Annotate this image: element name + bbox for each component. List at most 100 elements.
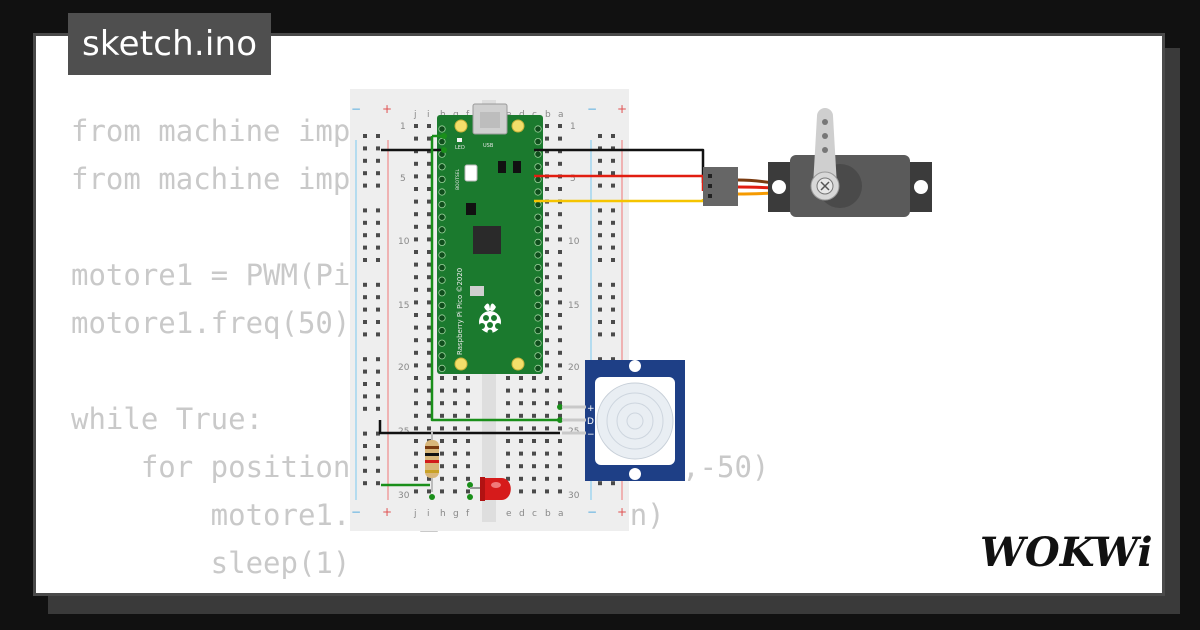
- rail-minus-label: −: [351, 505, 361, 519]
- breadboard-hole: [532, 426, 536, 431]
- breadboard-hole: [376, 394, 380, 399]
- breadboard-hole: [414, 124, 418, 128]
- pir-pin-label: −: [587, 430, 595, 440]
- breadboard-hole: [598, 134, 602, 138]
- pico-pin: [438, 213, 446, 221]
- pico-pins: [438, 125, 542, 372]
- breadboard-hole: [376, 208, 380, 213]
- pico-pin: [534, 226, 542, 234]
- breadboard-hole: [598, 357, 602, 362]
- pico-pin: [534, 251, 542, 259]
- breadboard-hole: [453, 426, 457, 431]
- breadboard-hole: [440, 426, 444, 431]
- resistor[interactable]: [425, 432, 439, 492]
- wire-black[interactable]: [378, 420, 560, 435]
- column-letter: a: [558, 110, 564, 120]
- breadboard-hole: [598, 320, 602, 324]
- breadboard-hole: [611, 171, 615, 176]
- breadboard-hole: [611, 134, 615, 138]
- breadboard-hole: [506, 426, 510, 431]
- column-letter: j: [413, 110, 417, 120]
- bootsel-button[interactable]: [464, 164, 478, 182]
- breadboard-hole: [545, 388, 549, 393]
- breadboard-hole: [427, 350, 431, 355]
- row-number: 1: [570, 122, 576, 132]
- pico-pin: [438, 163, 446, 171]
- breadboard-hole: [519, 489, 523, 494]
- column-letter: c: [532, 509, 537, 519]
- pir-pin-label: +: [587, 404, 595, 414]
- breadboard-hole: [376, 158, 380, 163]
- breadboard-hole: [414, 439, 418, 443]
- breadboard-hole: [519, 464, 523, 469]
- breadboard-hole: [532, 489, 536, 494]
- breadboard-hole: [545, 161, 549, 166]
- wire-green[interactable]: [430, 136, 560, 422]
- breadboard-hole: [453, 464, 457, 469]
- breadboard-hole: [558, 363, 562, 368]
- breadboard-hole: [440, 451, 444, 456]
- pico-pin: [438, 201, 446, 209]
- breadboard-hole: [558, 224, 562, 229]
- rail-plus-label: +: [617, 505, 627, 519]
- mounting-hole: [454, 119, 468, 133]
- wokwi-logo[interactable]: WOKWi: [976, 522, 1152, 578]
- breadboard-hole: [363, 307, 367, 312]
- breadboard-hole: [545, 476, 549, 481]
- column-letter: i: [427, 509, 430, 519]
- breadboard-hole: [532, 464, 536, 469]
- breadboard-hole: [363, 357, 367, 362]
- pico-pin: [438, 251, 446, 259]
- rail-plus-label: +: [382, 102, 392, 116]
- breadboard-hole: [545, 363, 549, 368]
- rail-minus-label: −: [587, 505, 597, 519]
- breadboard-hole: [545, 376, 549, 380]
- breadboard-hole: [427, 262, 431, 267]
- raspberry-logo-icon: [479, 303, 501, 335]
- breadboard-hole: [376, 183, 380, 188]
- row-number: 30: [398, 491, 410, 501]
- breadboard-hole: [363, 369, 367, 374]
- breadboard-hole: [376, 258, 380, 262]
- raspberry-pi-pico[interactable]: USB LED BOOTSEL Raspberry Pi Pico ©2020: [437, 103, 543, 374]
- breadboard-hole: [363, 220, 367, 225]
- pico-pin: [534, 138, 542, 146]
- breadboard-hole: [545, 275, 549, 280]
- pir-motion-sensor[interactable]: + D −: [562, 360, 685, 481]
- column-letter: b: [545, 509, 551, 519]
- breadboard-hole: [545, 325, 549, 330]
- breadboard-hole: [558, 439, 562, 443]
- breadboard-hole: [414, 325, 418, 330]
- breadboard-hole: [545, 401, 549, 406]
- file-name-tab[interactable]: sketch.ino: [68, 13, 272, 75]
- pico-pin: [438, 263, 446, 272]
- pico-pin: [438, 175, 446, 183]
- breadboard-hole: [363, 406, 367, 411]
- breadboard-hole: [611, 295, 615, 300]
- breadboard-hole: [427, 275, 431, 280]
- breadboard-hole: [376, 233, 380, 238]
- breadboard-hole: [414, 426, 418, 431]
- breadboard-hole: [611, 320, 615, 324]
- pico-pin: [438, 364, 446, 372]
- breadboard-hole: [532, 401, 536, 406]
- pico-pin: [438, 188, 446, 196]
- servo-motor[interactable]: [703, 108, 932, 217]
- breadboard-hole: [427, 376, 431, 380]
- breadboard-hole: [376, 220, 380, 225]
- breadboard-hole: [466, 451, 470, 456]
- breadboard-hole: [427, 174, 431, 179]
- breadboard-hole: [414, 413, 418, 418]
- breadboard-hole: [466, 413, 470, 418]
- breadboard-hole: [532, 376, 536, 380]
- breadboard-hole: [414, 287, 418, 292]
- breadboard-hole: [440, 464, 444, 469]
- breadboard-hole: [376, 431, 380, 436]
- red-led[interactable]: [470, 477, 511, 501]
- breadboard-hole: [558, 388, 562, 393]
- breadboard-hole: [545, 338, 549, 343]
- breadboard-hole: [611, 332, 615, 337]
- breadboard-hole: [440, 388, 444, 393]
- breadboard-hole: [376, 369, 380, 374]
